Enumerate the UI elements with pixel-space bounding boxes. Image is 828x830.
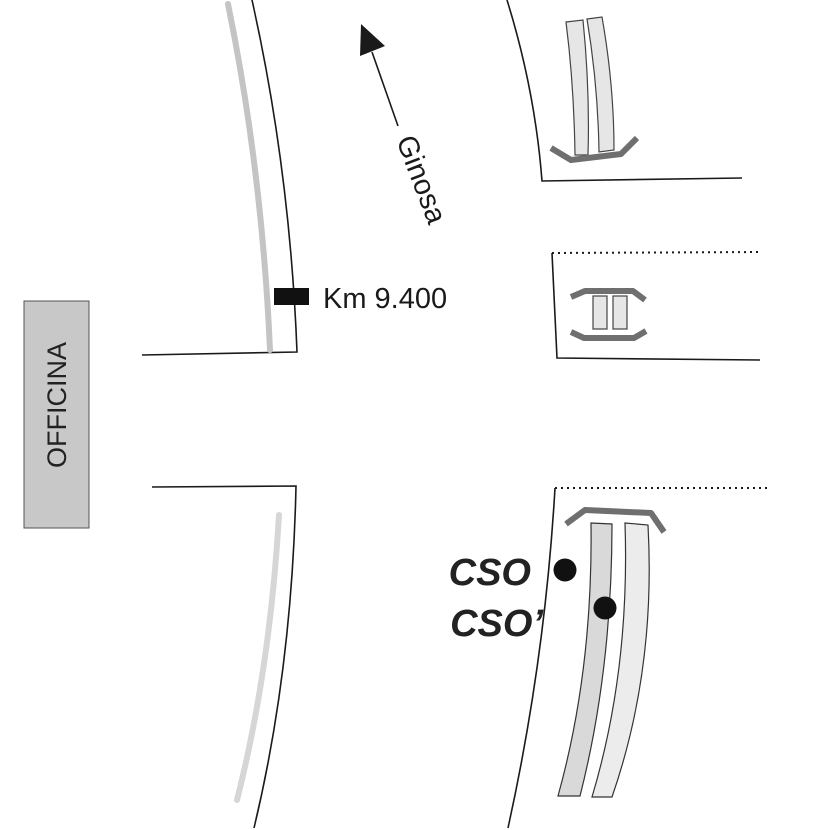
officina-building: [23, 300, 90, 529]
cso-prime-point: [593, 596, 617, 620]
road-edge-left-lower: [151, 485, 297, 829]
island-right-middle-outline: [551, 252, 761, 361]
direction-arrow: [360, 24, 399, 127]
island-right-middle-dotted: [551, 251, 763, 254]
crossing-symbol: [569, 288, 648, 341]
cso-label: CSO: [449, 552, 531, 594]
road-edge-left-upper: [141, 0, 298, 356]
arrow-head-icon: [360, 24, 385, 56]
lane-strip-light: [591, 522, 650, 798]
cso-point: [553, 558, 577, 582]
kerb-left-upper: [225, 1, 273, 353]
lane-strips-bottom: [557, 522, 650, 798]
bracket-bottom: [564, 507, 667, 534]
kerb-left-lower: [234, 512, 282, 803]
km-label: Km 9.400: [323, 283, 447, 315]
island-right-bottom-outline: [507, 487, 556, 829]
island-right-top-outline: [506, 0, 743, 182]
lane-strips-top: [565, 16, 615, 156]
direction-label: Ginosa: [389, 131, 452, 229]
cso-prime-label: CSO’: [450, 603, 543, 645]
km-marker: [274, 288, 309, 305]
officina-label: OFFICINA: [42, 342, 72, 468]
bracket-top: [549, 135, 640, 163]
